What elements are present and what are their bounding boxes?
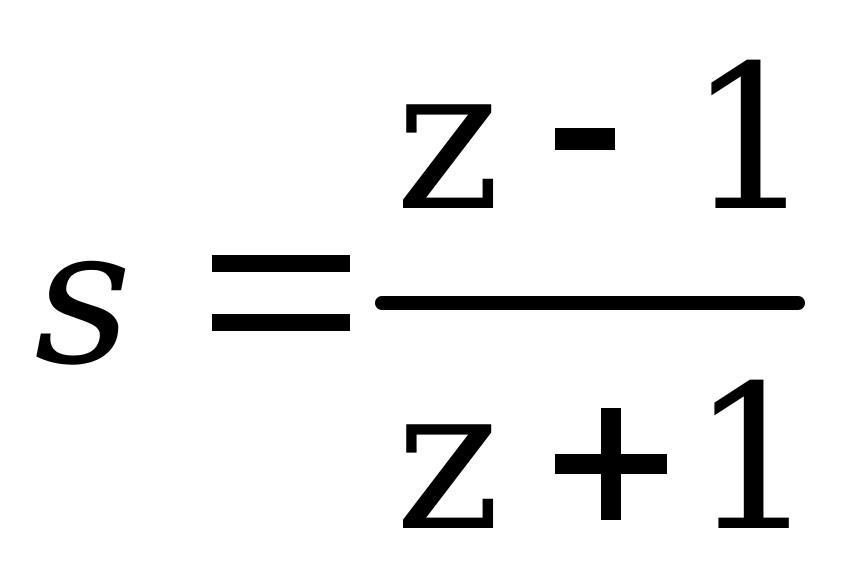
numerator-variable: z: [395, 23, 501, 256]
equals-bar-top: [212, 255, 350, 272]
equals-sign: =: [212, 255, 350, 331]
minus-sign: [555, 128, 615, 150]
denominator-variable: z: [395, 343, 501, 576]
denominator-constant: 1: [690, 343, 818, 576]
fraction-bar: [375, 296, 805, 310]
numerator-constant: 1: [687, 23, 815, 256]
plus-sign: [555, 408, 667, 520]
denominator: z + 1: [395, 343, 818, 576]
numerator: z - 1: [395, 23, 815, 256]
lhs-variable: s: [34, 186, 132, 407]
equals-bar-bottom: [212, 314, 350, 331]
